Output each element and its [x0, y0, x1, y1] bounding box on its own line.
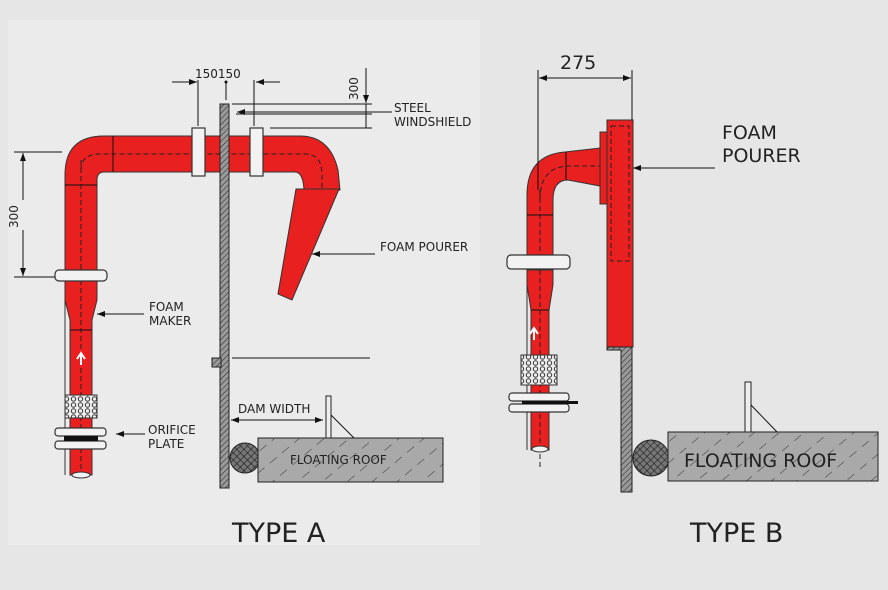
type-b-diagram: 275 FOAM POURER FLOATING ROOF TYPE B: [506, 52, 879, 549]
flow-arrow-icon: [529, 326, 539, 340]
label-plate: PLATE: [148, 437, 184, 451]
type-b-title: TYPE B: [689, 518, 783, 549]
label-foam: FOAM: [149, 300, 184, 314]
type-b-steel-windshield: [606, 346, 633, 493]
type-b-foam-pourer: [606, 119, 634, 348]
type-a-diagram: 150150 300 300 STEEL WINDSHIELD FOAM POU…: [7, 20, 480, 549]
label-foam-pourer: FOAM POURER: [380, 240, 468, 254]
type-a-floating-roof: [257, 437, 444, 483]
dim-300-left: 300: [7, 205, 21, 228]
type-a-flange: [249, 127, 264, 177]
type-a-flange-ring: [54, 269, 108, 282]
label-windshield: WINDSHIELD: [394, 115, 471, 129]
label-pourer: POURER: [722, 145, 801, 167]
label-floating-roof: FLOATING ROOF: [290, 453, 387, 467]
type-a-flange: [191, 127, 206, 177]
type-b-strainer: [520, 354, 558, 386]
type-a-seal: [229, 442, 261, 474]
dim-275: 275: [560, 52, 596, 74]
label-floating-roof: FLOATING ROOF: [684, 450, 837, 472]
type-b-seal: [632, 439, 670, 477]
type-a-foam-pourer: [277, 188, 340, 301]
label-dam-width: DAM WIDTH: [238, 402, 310, 416]
type-b-flange-ring: [506, 254, 571, 270]
label-maker: MAKER: [149, 314, 191, 328]
flow-arrow-icon: [76, 351, 86, 365]
label-steel: STEEL: [394, 101, 431, 115]
type-a-title: TYPE A: [231, 518, 326, 549]
label-orifice: ORIFICE: [148, 423, 196, 437]
label-foam: FOAM: [722, 122, 777, 144]
type-b-floating-roof: [667, 431, 879, 482]
type-a-strainer: [64, 394, 98, 419]
type-a-steel-windshield: [219, 103, 230, 489]
dim-300-right: 300: [347, 77, 361, 100]
dim-150150: 150150: [195, 67, 241, 81]
